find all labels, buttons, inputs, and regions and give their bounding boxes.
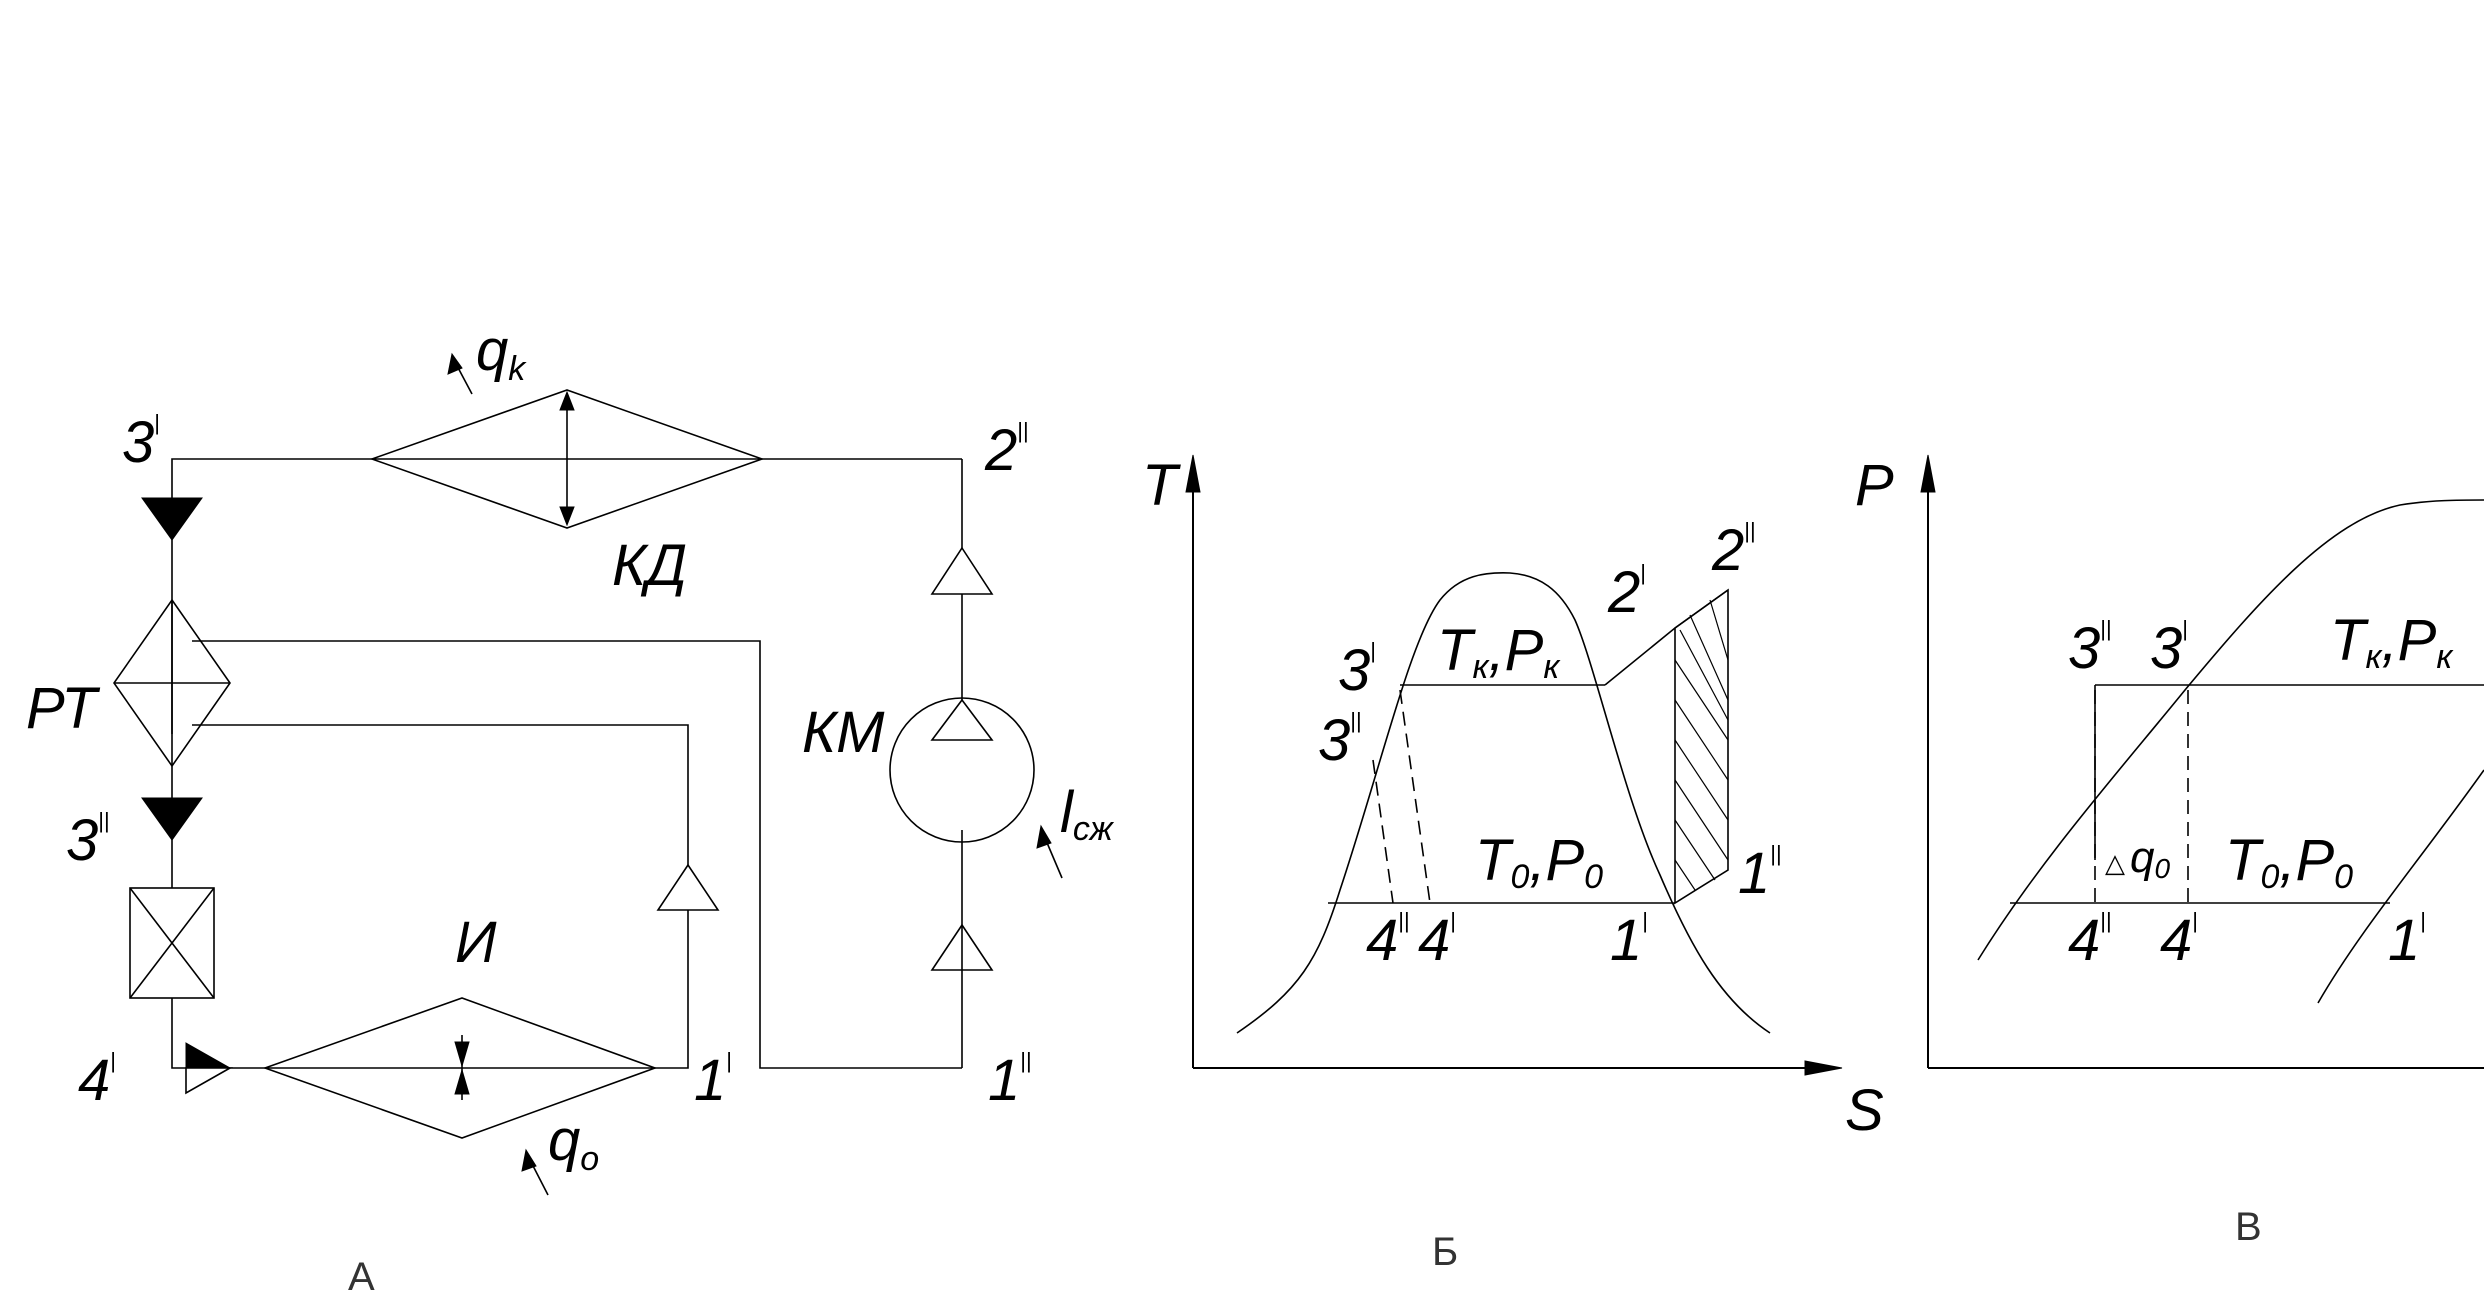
ts-hatch-line	[1709, 599, 1729, 661]
ts-hatch-line	[1689, 614, 1729, 701]
compressor-triangle	[930, 698, 994, 741]
label-2-double: 2||	[984, 418, 1029, 483]
pi-axis-y-arrow	[1920, 454, 1936, 493]
ts-axis-y-label: T	[1142, 453, 1181, 518]
ts-axis-x-label: S	[1845, 1078, 1884, 1143]
label-kd: КД	[612, 533, 687, 598]
pi-label-1-single: 1|	[2388, 908, 2426, 973]
qk-arrow-head	[447, 352, 463, 375]
ts-label-4-double: 4||	[1366, 908, 1410, 973]
ts-axis-y-arrow	[1185, 454, 1201, 493]
panel-b-ts-diagram: T S Tк,Pк T0,P0 3| 3|| 4|| 4| 1| 1|| 2| …	[1142, 453, 1884, 1274]
ts-hatch-line	[1679, 629, 1729, 721]
pi-saturated-vapor-line	[2317, 769, 2484, 1004]
panel-c-pi-diagram: P 3|| 3| Tк,Pк △ q0 T0,P0 4|| 4| 1| В	[1855, 453, 2484, 1249]
ts-hatch-line	[1674, 739, 1729, 821]
ts-axis-x-arrow	[1804, 1060, 1843, 1076]
ts-hatch-border	[1674, 588, 1729, 905]
condenser-arrow-up	[559, 390, 575, 411]
flow-arrow-riser-top	[930, 546, 994, 595]
ts-hatch-lines	[1674, 599, 1729, 891]
label-1-single: 1|	[694, 1048, 732, 1113]
evaporator-arrow-up	[454, 1068, 470, 1095]
ts-hatch-line	[1674, 699, 1729, 781]
pi-label-dq0: q0	[2130, 833, 2170, 884]
pi-label-3-double: 3||	[2068, 616, 2112, 681]
label-qk: qk	[476, 318, 527, 388]
caption-c: В	[2235, 1205, 2262, 1249]
flow-arrow-left-1	[141, 497, 203, 541]
pipe-rt-to-compressor	[192, 640, 962, 1069]
label-4-single: 4|	[78, 1048, 116, 1113]
ts-hatch-line	[1674, 859, 1696, 891]
caption-a: А	[348, 1255, 375, 1296]
pi-label-4-double: 4||	[2068, 908, 2112, 973]
ts-label-1-single: 1|	[1610, 908, 1648, 973]
label-evaporator: И	[455, 910, 497, 975]
label-km: КМ	[802, 700, 885, 765]
flow-arrow-mid-right	[656, 863, 720, 911]
evaporator-arrow-down	[454, 1041, 470, 1068]
pi-label-3-single: 3|	[2150, 616, 2188, 681]
ts-hatch-line	[1674, 819, 1716, 881]
pi-label-4-single: 4|	[2160, 908, 2198, 973]
pipe-rt-to-evaporator	[192, 724, 689, 1069]
pi-saturated-liquid-line	[1977, 499, 2484, 961]
ts-throttle-dash-1	[1372, 759, 1394, 904]
work-arrow-head	[1036, 824, 1052, 849]
compressor-circle	[889, 697, 1035, 843]
ts-label-4-single: 4|	[1418, 908, 1456, 973]
ts-label-3-single: 3|	[1338, 638, 1376, 703]
pi-label-t0-p0: T0,P0	[2225, 828, 2353, 896]
ts-label-1-double: 1||	[1738, 841, 1782, 906]
panel-a-schematic: 3| 2|| qk КД РТ КМ lсж 3|| И 4| 1| 1|| q…	[26, 318, 1115, 1296]
ts-hatch-line	[1674, 779, 1729, 861]
condenser-arrow-down	[559, 506, 575, 527]
label-l-work: lсж	[1060, 780, 1115, 848]
throttle-x2	[129, 887, 215, 999]
ts-throttle-dash-2	[1399, 689, 1431, 904]
ts-hatch-line	[1674, 659, 1729, 741]
label-1-double: 1||	[988, 1048, 1032, 1113]
label-rt: РТ	[26, 676, 100, 741]
caption-b: Б	[1432, 1230, 1458, 1274]
label-3-single: 3|	[122, 410, 160, 475]
ts-label-2-single: 2|	[1607, 560, 1646, 625]
q0-arrow-head	[521, 1148, 537, 1172]
label-3-double: 3||	[66, 808, 110, 873]
pi-axis-y-label: P	[1855, 453, 1894, 518]
ts-saturation-dome	[1236, 572, 1771, 1034]
pi-label-tk-pk: Tк,Pк	[2330, 608, 2454, 676]
pi-delta-icon: △	[2105, 848, 2125, 878]
ts-label-tk-pk: Tк,Pк	[1437, 618, 1561, 686]
ts-label-t0-p0: T0,P0	[1475, 828, 1603, 896]
work-arrow-line	[1044, 837, 1063, 879]
pipe-top-left	[171, 458, 372, 734]
flow-arrow-bottom-left-open	[185, 1067, 234, 1095]
label-q0: qo	[548, 1108, 599, 1178]
pipe-throttle-to-evap	[171, 998, 265, 1069]
flow-arrow-bottom-left	[185, 1042, 232, 1069]
ts-label-2-double: 2||	[1711, 518, 1756, 583]
ts-label-3-double: 3||	[1318, 708, 1362, 773]
